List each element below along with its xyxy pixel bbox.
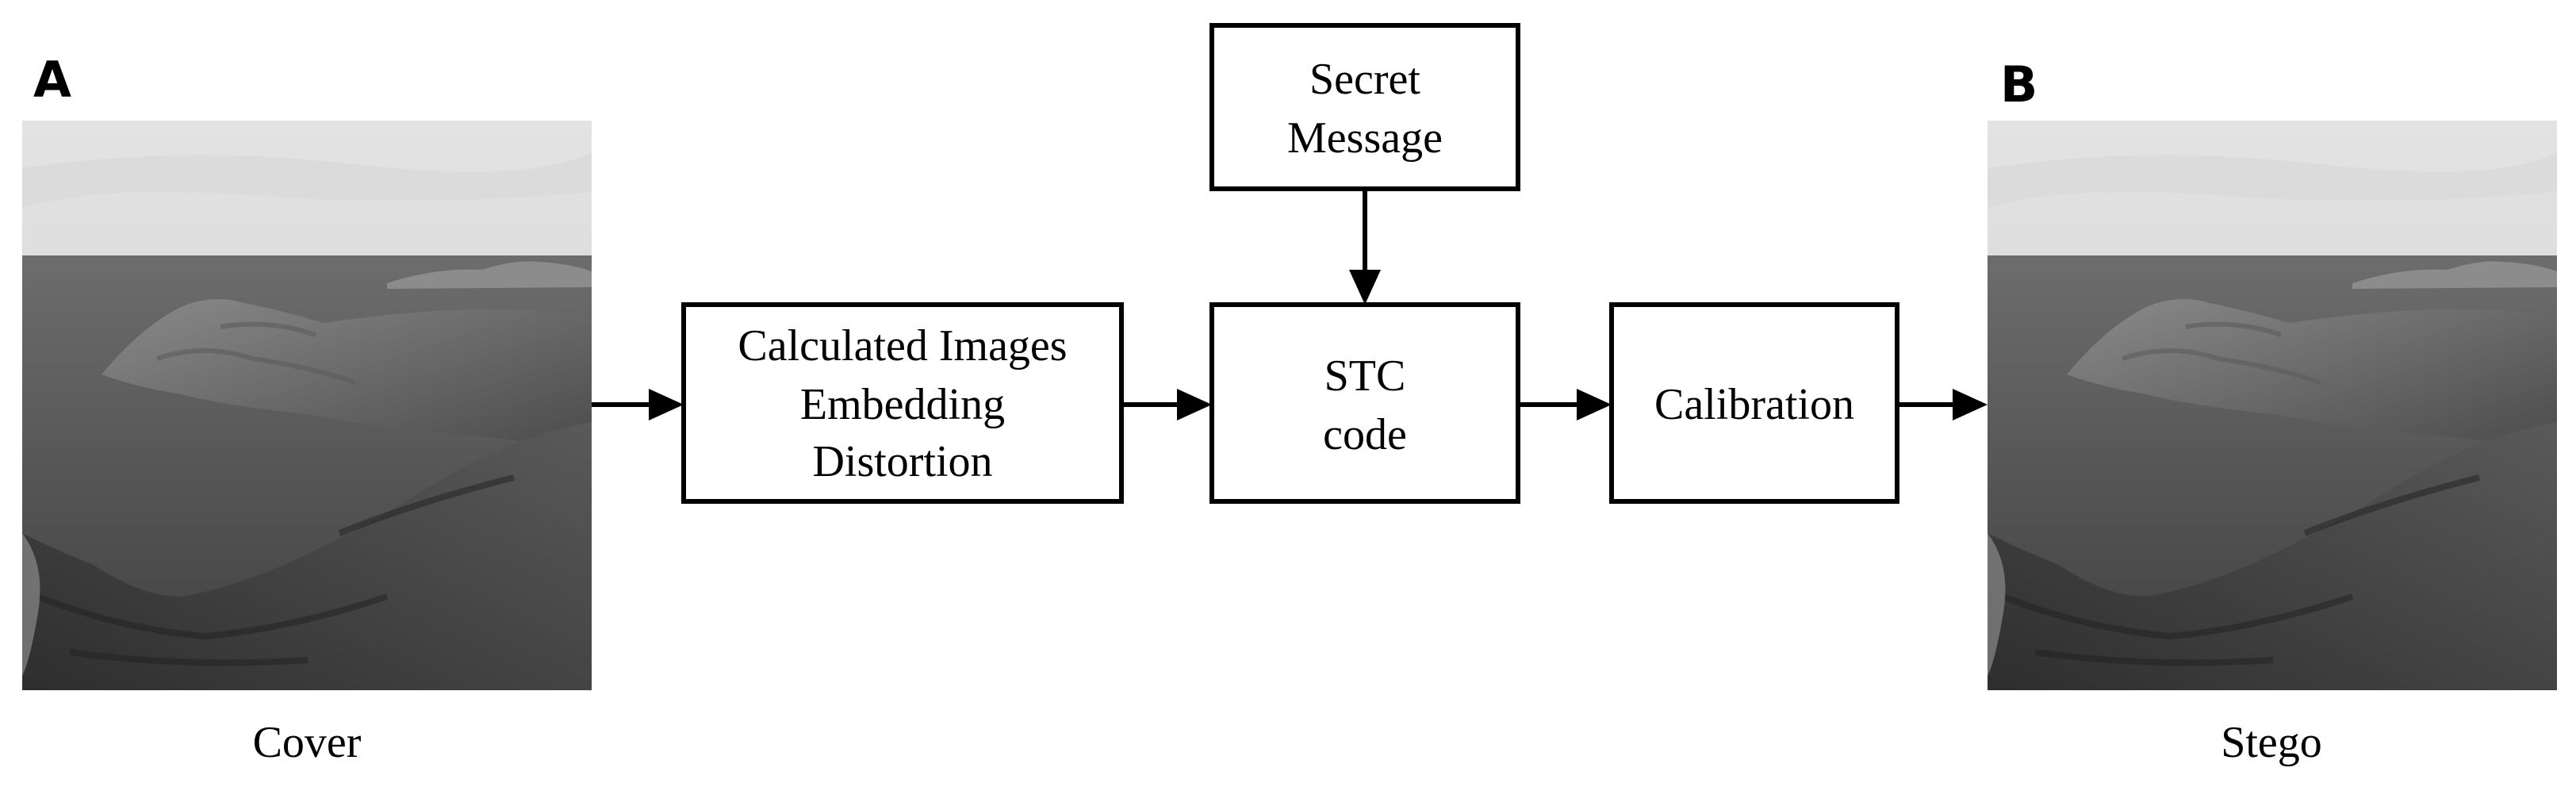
arrow-distortion-to-stc <box>1121 389 1212 420</box>
stc-line-1: STC <box>1324 351 1406 401</box>
stc-line-2: code <box>1323 410 1407 459</box>
stego-caption: Stego <box>2221 718 2322 767</box>
arrow-stc-to-calibration <box>1518 389 1612 420</box>
distortion-box: Calculated Images Embedding Distortion <box>681 302 1124 504</box>
arrow-secret-to-stc <box>1349 189 1381 305</box>
cover-image <box>22 121 592 690</box>
calibration-box: Calibration <box>1609 302 1899 504</box>
arrow-calibration-to-stego <box>1897 389 1988 420</box>
secret-line-2: Message <box>1287 113 1443 163</box>
distortion-line-2: Embedding <box>800 380 1005 429</box>
cover-caption: Cover <box>253 718 362 767</box>
distortion-line-1: Calculated Images <box>738 321 1067 370</box>
secret-line-1: Secret <box>1309 55 1420 104</box>
calibration-label: Calibration <box>1654 380 1854 429</box>
stc-code-box: STC code <box>1209 302 1520 504</box>
stego-image <box>1988 121 2557 690</box>
panel-label-b: B <box>2000 56 2037 113</box>
distortion-line-3: Distortion <box>812 437 992 486</box>
arrow-cover-to-distortion <box>592 389 684 420</box>
secret-message-box: Secret Message <box>1209 23 1520 191</box>
panel-label-a: A <box>33 51 71 109</box>
